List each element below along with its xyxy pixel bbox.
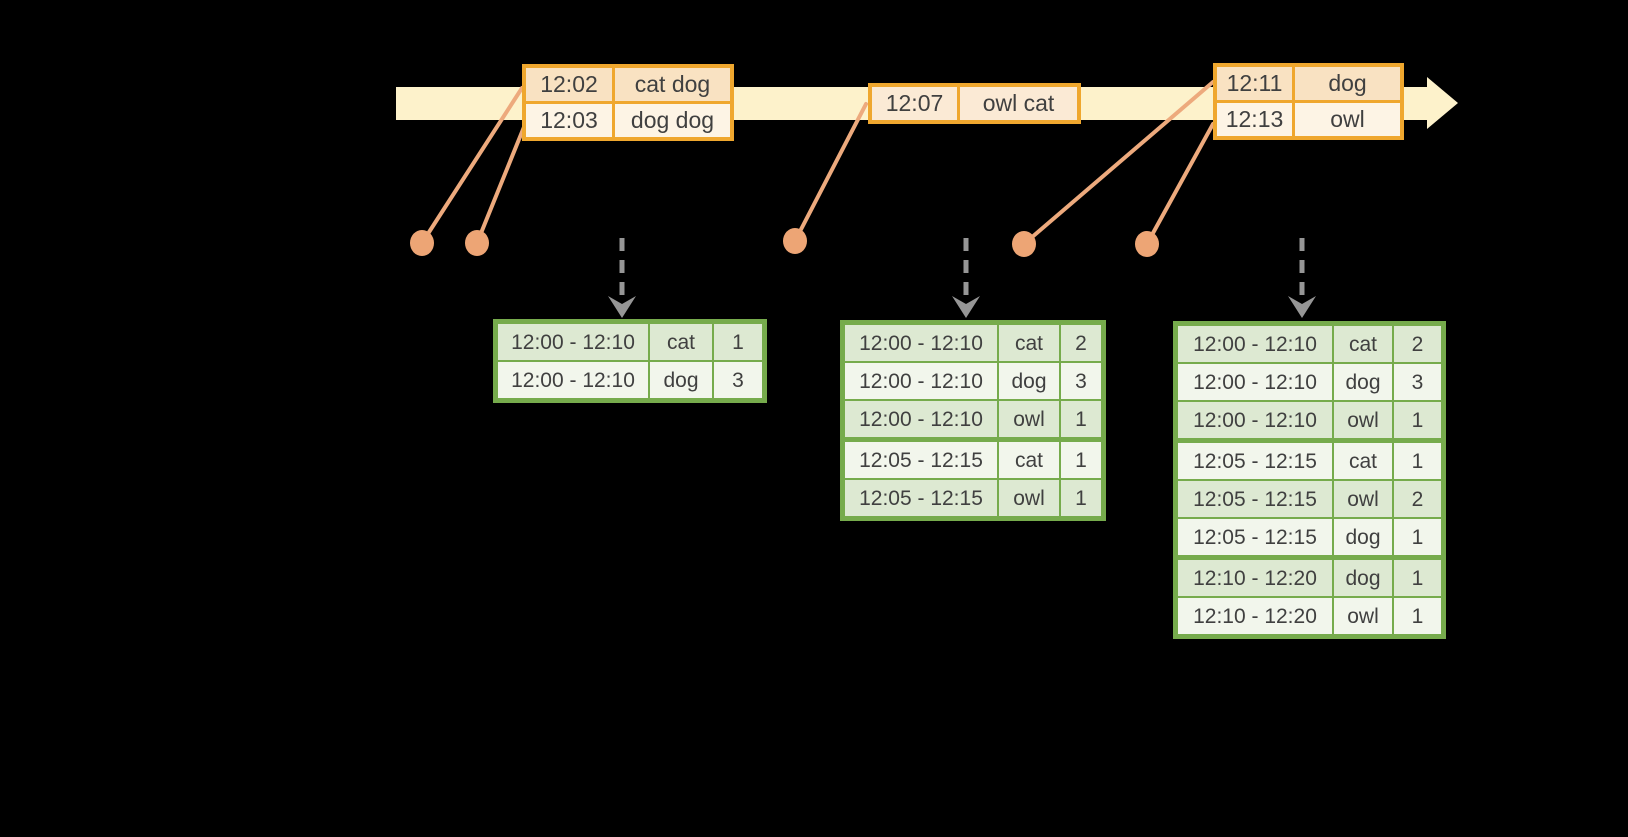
- result-window-cell: 12:10 - 12:20: [1178, 598, 1332, 634]
- result-count-cell: 1: [1394, 560, 1441, 596]
- event-marker-dot: [783, 228, 807, 254]
- event-time-cell: 12:03: [526, 104, 612, 137]
- event-words-cell: owl: [1295, 103, 1400, 136]
- result-window-cell: 12:00 - 12:10: [845, 363, 997, 399]
- result-window-cell: 12:05 - 12:15: [845, 480, 997, 516]
- event-time-cell: 12:13: [1217, 103, 1292, 136]
- result-window-cell: 12:00 - 12:10: [845, 325, 997, 361]
- result-word-cell: cat: [999, 442, 1059, 478]
- trigger-arrow-icon: [952, 238, 980, 318]
- result-word-cell: cat: [999, 325, 1059, 361]
- result-count-cell: 2: [1394, 326, 1441, 362]
- event-time-cell: 12:07: [872, 87, 957, 120]
- result-window-cell: 12:00 - 12:10: [1178, 326, 1332, 362]
- result-count-cell: 1: [1394, 598, 1441, 634]
- result-count-cell: 3: [1394, 364, 1441, 400]
- result-window-cell: 12:05 - 12:15: [1178, 519, 1332, 555]
- result-word-cell: owl: [999, 401, 1059, 437]
- event-connector-line: [420, 86, 524, 245]
- result-word-cell: dog: [1334, 519, 1392, 555]
- result-window-cell: 12:00 - 12:10: [1178, 364, 1332, 400]
- event-marker-dot: [1012, 231, 1036, 257]
- result-word-cell: owl: [1334, 598, 1392, 634]
- result-count-cell: 2: [1394, 481, 1441, 517]
- result-count-cell: 3: [714, 362, 762, 398]
- result-window-cell: 12:05 - 12:15: [1178, 481, 1332, 517]
- result-count-cell: 1: [1061, 442, 1101, 478]
- event-marker-dot: [1135, 231, 1159, 257]
- result-window-cell: 12:10 - 12:20: [1178, 560, 1332, 596]
- result-count-cell: 1: [714, 324, 762, 360]
- result-word-cell: dog: [999, 363, 1059, 399]
- event-connector-line: [1022, 80, 1215, 246]
- result-count-cell: 1: [1394, 443, 1441, 479]
- result-count-cell: 1: [1061, 480, 1101, 516]
- result-word-cell: owl: [1334, 402, 1392, 438]
- result-window-cell: 12:00 - 12:10: [498, 362, 648, 398]
- event-words-cell: dog: [1295, 67, 1400, 100]
- event-time-cell: 12:02: [526, 68, 612, 101]
- result-word-cell: cat: [1334, 443, 1392, 479]
- result-count-cell: 1: [1061, 401, 1101, 437]
- trigger-arrow-icon: [1288, 238, 1316, 318]
- event-marker-dot: [465, 230, 489, 256]
- event-connector-line: [475, 125, 526, 245]
- result-window-cell: 12:00 - 12:10: [1178, 402, 1332, 438]
- event-connector-line: [1145, 122, 1215, 246]
- result-window-cell: 12:05 - 12:15: [1178, 443, 1332, 479]
- event-time-cell: 12:11: [1217, 67, 1292, 100]
- result-count-cell: 2: [1061, 325, 1101, 361]
- result-word-cell: dog: [1334, 364, 1392, 400]
- result-word-cell: dog: [1334, 560, 1392, 596]
- event-connector-line: [793, 102, 868, 243]
- result-count-cell: 1: [1394, 519, 1441, 555]
- result-window-cell: 12:00 - 12:10: [845, 401, 997, 437]
- result-word-cell: cat: [1334, 326, 1392, 362]
- trigger-arrow-icon: [608, 238, 636, 318]
- result-count-cell: 3: [1061, 363, 1101, 399]
- event-words-cell: owl cat: [960, 87, 1077, 120]
- result-window-cell: 12:00 - 12:10: [498, 324, 648, 360]
- event-words-cell: dog dog: [615, 104, 730, 137]
- result-word-cell: owl: [1334, 481, 1392, 517]
- result-word-cell: dog: [650, 362, 712, 398]
- result-word-cell: cat: [650, 324, 712, 360]
- result-word-cell: owl: [999, 480, 1059, 516]
- event-marker-dot: [410, 230, 434, 256]
- result-window-cell: 12:05 - 12:15: [845, 442, 997, 478]
- result-count-cell: 1: [1394, 402, 1441, 438]
- event-words-cell: cat dog: [615, 68, 730, 101]
